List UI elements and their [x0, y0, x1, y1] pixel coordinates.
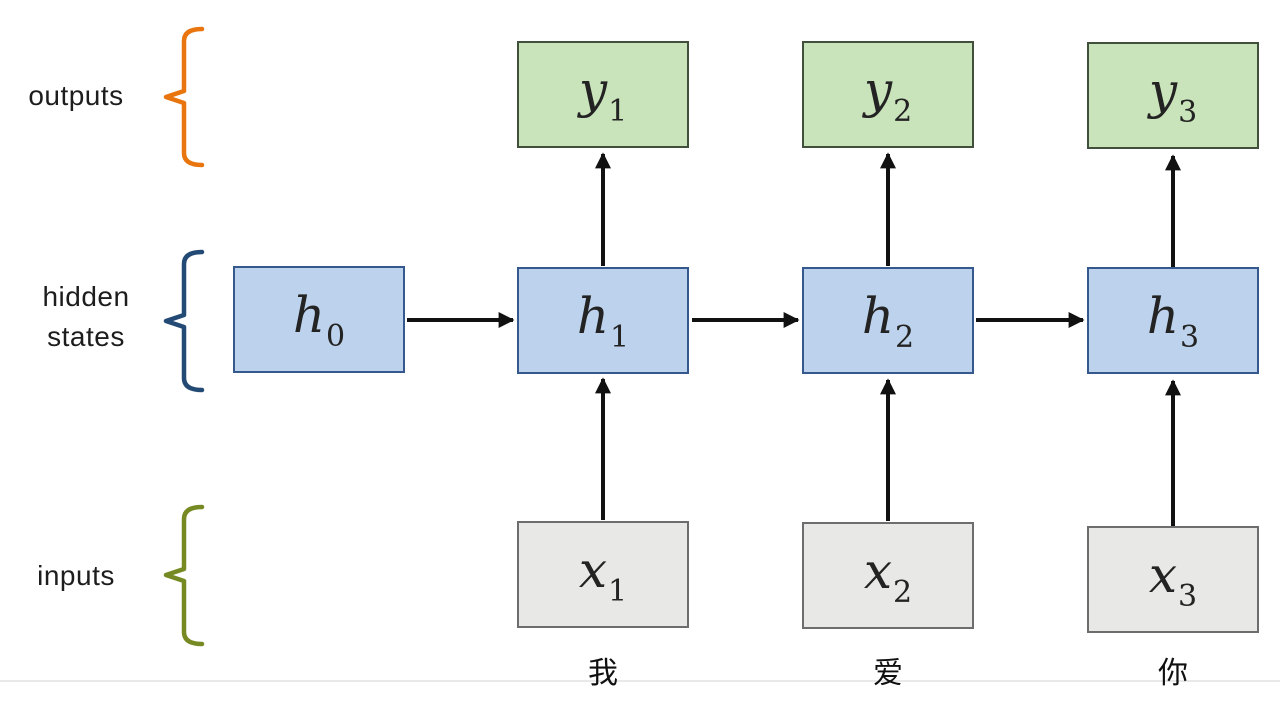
- node-subscript: 0: [326, 318, 346, 354]
- node-letter: h: [1146, 286, 1180, 345]
- input-node-x3: x3: [1087, 526, 1259, 633]
- inputs-row-label: inputs: [37, 560, 115, 591]
- input-node-x1: x1: [517, 521, 689, 628]
- node-subscript: 2: [893, 93, 913, 129]
- node-subscript: 2: [895, 319, 915, 355]
- outputs-brace-icon: [163, 26, 205, 168]
- node-subscript: 1: [608, 93, 628, 129]
- node-letter: h: [861, 286, 895, 345]
- input-word-1: 我: [588, 657, 618, 690]
- node-subscript: 3: [1178, 94, 1198, 130]
- hidden-states-row-label: hidden states: [42, 281, 130, 352]
- input-node-x2: x2: [802, 522, 974, 629]
- hidden-node-h1: h1: [517, 267, 689, 374]
- node-letter: h: [292, 285, 326, 344]
- node-letter: y: [863, 60, 893, 119]
- node-subscript: 3: [1178, 578, 1198, 614]
- hidden-node-h3: h3: [1087, 267, 1259, 374]
- input-word-2: 爱: [873, 657, 903, 690]
- output-node-y1: y1: [517, 41, 689, 148]
- inputs-brace-icon: [163, 504, 205, 647]
- node-subscript: 1: [608, 573, 628, 609]
- node-letter: y: [578, 60, 608, 119]
- node-subscript: 2: [893, 574, 913, 610]
- node-subscript: 1: [610, 319, 630, 355]
- hidden-node-h0: h0: [233, 266, 405, 373]
- hidden-states-brace-icon: [163, 249, 205, 393]
- node-letter: x: [1148, 545, 1178, 604]
- output-node-y2: y2: [802, 41, 974, 148]
- node-letter: x: [578, 540, 608, 599]
- node-letter: y: [1148, 61, 1178, 120]
- input-word-3: 你: [1158, 657, 1188, 690]
- hidden-node-h2: h2: [802, 267, 974, 374]
- output-node-y3: y3: [1087, 42, 1259, 149]
- node-letter: h: [576, 286, 610, 345]
- outputs-row-label: outputs: [28, 80, 124, 111]
- node-subscript: 3: [1180, 319, 1200, 355]
- node-letter: x: [863, 541, 893, 600]
